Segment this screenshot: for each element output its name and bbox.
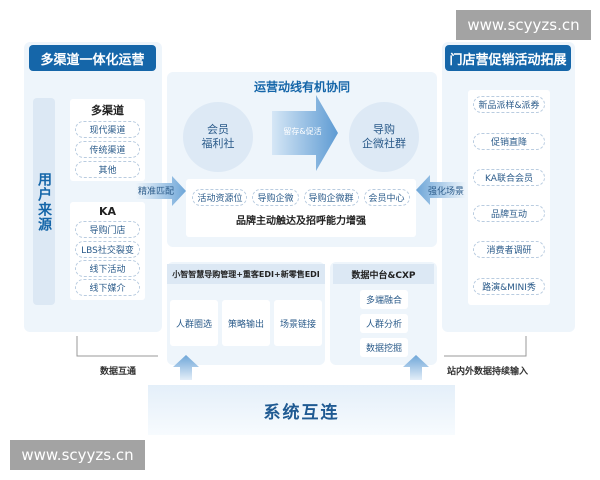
chain-caption: 品牌主动触达及招呼能力增强 [236, 216, 366, 227]
match-label: 精准匹配 [138, 187, 175, 197]
guide-item: 场景链接 [274, 300, 322, 346]
guide-item: 人群圈选 [170, 300, 218, 346]
system-interconnect: 系统互连 [148, 385, 455, 435]
guide-circle: 导购 企微社群 [349, 102, 419, 172]
channel-pill: 现代渠道 [75, 121, 140, 138]
right-panel-title: 门店营促销活动拓展 [445, 45, 571, 71]
data-link-label: 数据互通 [100, 367, 137, 377]
left-panel-title: 多渠道一体化运营 [29, 45, 156, 71]
data-item: 数据挖掘 [360, 338, 408, 357]
up-arrow-icon [403, 355, 429, 380]
up-arrow-icon [173, 355, 199, 380]
chain-pill: 活动资源位 [192, 189, 248, 206]
data-platform-title: 数据中台&CXP [333, 264, 434, 284]
member-circle: 会员 福利社 [183, 102, 253, 172]
promo-pill: 路演&MINI秀 [473, 278, 545, 295]
scene-label: 强化场景 [428, 187, 465, 197]
data-input-connector [444, 336, 527, 357]
ka-pill: 线下媒介 [75, 279, 140, 296]
promo-pill: 新品派样&派券 [473, 96, 545, 113]
promo-pill: 消费者调研 [473, 241, 545, 258]
scene-arrow-icon [416, 175, 466, 205]
user-source-label: 用户来源 [33, 98, 55, 305]
promo-pill: KA联合会员 [473, 169, 545, 186]
data-link-connector [76, 336, 158, 357]
watermark-top: www.scyyzs.cn [456, 10, 591, 40]
match-arrow-icon [136, 176, 186, 206]
promo-pill: 品牌互动 [473, 205, 545, 222]
ka-pill: LBS社交裂变 [75, 241, 140, 258]
retention-arrow-icon [272, 95, 338, 171]
data-item: 多端融合 [360, 290, 408, 309]
guide-item: 策略输出 [222, 300, 270, 346]
chain-box: 活动资源位 导购企微 导购企微群 会员中心 品牌主动触达及招呼能力增强 [186, 179, 416, 237]
ka-pill: 线下活动 [75, 260, 140, 277]
promo-pill: 促销直降 [473, 133, 545, 150]
chain-pill: 导购企微群 [303, 189, 359, 206]
chain-pill: 会员中心 [363, 189, 410, 206]
guide-title: 小智智慧导购管理+重客EDI+新零售EDI [167, 264, 325, 284]
multi-channel-title: 多渠道 [91, 104, 124, 117]
data-item: 人群分析 [360, 314, 408, 333]
ka-title: KA [98, 205, 117, 218]
multi-channel-box: 多渠道 现代渠道 传统渠道 其他 [70, 99, 145, 181]
data-input-label: 站内外数据持续输入 [447, 367, 529, 377]
ka-pill: 导购门店 [75, 221, 140, 238]
promo-box [468, 90, 550, 305]
channel-pill: 其他 [75, 161, 140, 178]
watermark-bottom: www.scyyzs.cn [10, 440, 145, 470]
ka-box: KA 导购门店 LBS社交裂变 线下活动 线下媒介 [70, 202, 145, 300]
chain-pill: 导购企微 [252, 189, 299, 206]
retention-label: 留存&促活 [283, 127, 322, 136]
channel-pill: 传统渠道 [75, 141, 140, 158]
center-title: 运营动线有机协同 [253, 80, 350, 94]
